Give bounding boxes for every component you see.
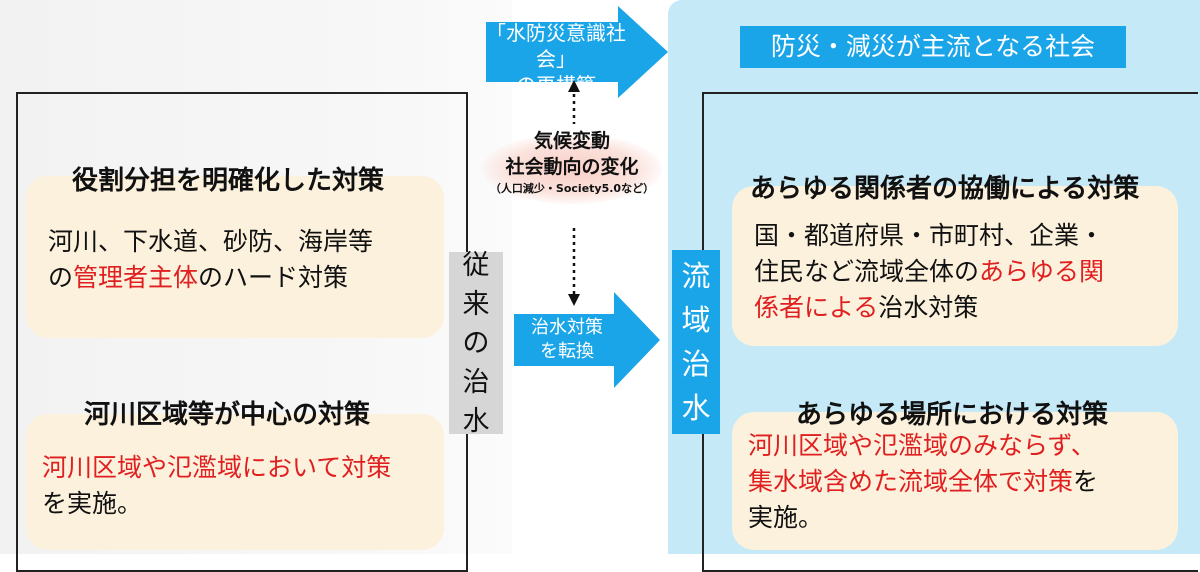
right-card-2-line3: 実施。: [748, 503, 824, 532]
text-segment: の: [48, 263, 74, 292]
left-card-2-line1: 河川区域や氾濫域において対策: [42, 453, 392, 482]
left-label-char: 従: [462, 249, 490, 281]
mid-arrow-shape: [514, 292, 660, 388]
left-label-char: 水: [462, 405, 490, 437]
top-arrow-line2: の再構築: [516, 73, 596, 97]
right-heading-2: あらゆる場所における対策: [796, 400, 1109, 430]
mid-arrow-line1: 治水対策: [531, 317, 603, 338]
left-label-char: の: [462, 327, 490, 359]
left-card-2-line2: を実施。: [42, 489, 143, 518]
right-card-1-line3: 係者による治水対策: [754, 290, 1178, 326]
center-line1: 気候変動: [533, 130, 610, 152]
right-banner: 防災・減災が主流となる社会: [740, 26, 1126, 68]
left-label-char: 治: [462, 366, 490, 398]
right-card-1-line2: 住民など流域全体のあらゆる関: [754, 254, 1178, 290]
left-heading-1: 役割分担を明確化した対策: [72, 166, 385, 196]
text-segment: 住民など流域全体の: [754, 257, 980, 286]
right-card-2-text: 河川区域や氾濫域のみならず、 集水域含めた流域全体で対策を 実施。: [732, 412, 1178, 550]
right-label-char: 治: [681, 347, 711, 381]
right-card-1: [732, 186, 1178, 346]
left-card-1-text: 河川、下水道、砂防、海岸等 の管理者主体のハード対策: [26, 176, 444, 338]
left-card-1-line1: 河川、下水道、砂防、海岸等: [48, 227, 374, 256]
right-heading-1: あらゆる関係者の協働による対策: [750, 174, 1140, 204]
top-arrow-shape: [486, 6, 668, 98]
right-card-2: [732, 412, 1178, 550]
right-card-2-line1: 河川区域や氾濫域のみならず、: [748, 431, 1096, 460]
center-line3: （人口減少・Society5.0など）: [489, 182, 655, 195]
top-arrow-text: 「水防災意識社会」 の再構築: [486, 20, 626, 98]
right-label-char: 流: [681, 259, 711, 293]
mid-arrow-line2: を転換: [540, 341, 594, 362]
text-segment-red: 係者による: [754, 293, 879, 322]
center-line2: 社会動向の変化: [505, 156, 639, 178]
text-segment: のハード対策: [198, 263, 349, 292]
text-segment: 治水対策: [878, 293, 979, 322]
right-card-1-line1: 国・都道府県・市町村、企業・: [754, 221, 1105, 250]
text-segment-red: 管理者主体: [73, 263, 199, 292]
left-card-2: [26, 414, 444, 550]
left-card-2-text: 河川区域や氾濫域において対策 を実施。: [26, 414, 444, 550]
right-card-2-line2: 集水域含めた流域全体で対策を: [748, 464, 1178, 500]
text-segment-red: あらゆる関: [979, 257, 1105, 286]
left-heading-2: 河川区域等が中心の対策: [84, 400, 371, 430]
right-label-char: 水: [681, 391, 711, 425]
left-vertical-label: 従 来 の 治 水: [449, 250, 503, 437]
left-card-1: [26, 176, 444, 338]
right-label-char: 域: [681, 303, 711, 337]
top-arrow-line1: 「水防災意識社会」: [486, 21, 626, 71]
text-segment: を: [1073, 467, 1099, 496]
center-glow: [482, 134, 662, 204]
dotted-arrows: [568, 80, 580, 306]
center-text: 気候変動 社会動向の変化 （人口減少・Society5.0など）: [470, 128, 674, 198]
right-card-1-text: 国・都道府県・市町村、企業・ 住民など流域全体のあらゆる関 係者による治水対策: [732, 186, 1178, 346]
left-card-1-line2: の管理者主体のハード対策: [48, 260, 444, 296]
mid-arrow-text: 治水対策 を転換: [516, 316, 618, 364]
text-segment-red: 集水域含めた流域全体で対策: [748, 467, 1074, 496]
right-vertical-label: 流 域 治 水: [672, 250, 720, 434]
left-label-char: 来: [462, 288, 490, 320]
